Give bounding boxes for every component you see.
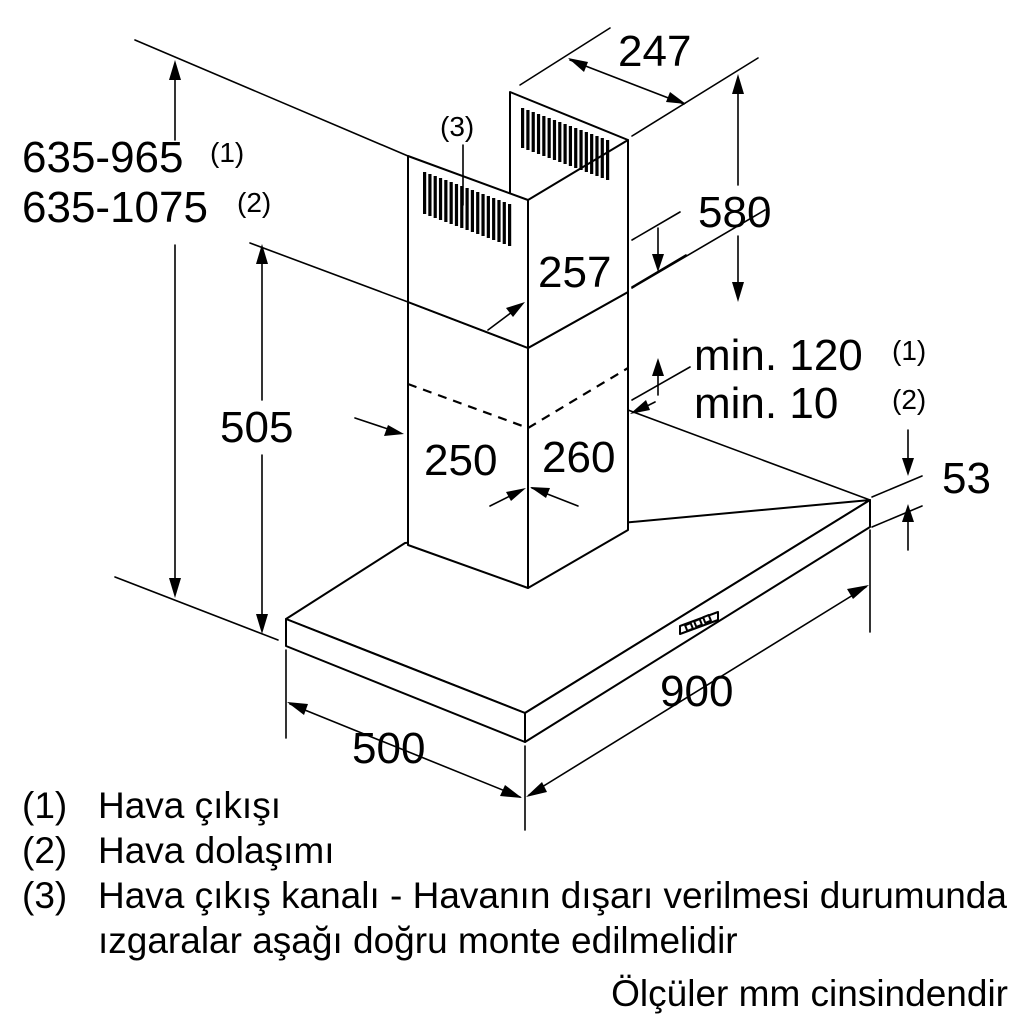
canopy-thickness-label: 53: [942, 454, 991, 503]
dimension-lines: [169, 58, 914, 798]
grille-slat: [428, 174, 432, 216]
vent-grille-back: [521, 108, 610, 180]
grille-slat: [481, 194, 485, 236]
grille-slat: [590, 134, 594, 174]
legend-text: Hava çıkışı: [98, 785, 281, 826]
grille-slat: [470, 190, 475, 232]
grille-slat: [465, 188, 469, 230]
units-note: Ölçüler mm cinsindendir: [611, 973, 1008, 1014]
grille-slat: [600, 138, 604, 178]
grille-slat: [568, 126, 573, 166]
legend-text: Hava dolaşımı: [98, 830, 335, 871]
vent-grille-left: [423, 172, 512, 246]
grille-slat: [433, 176, 437, 218]
gap-2-label: min. 10: [694, 379, 838, 428]
lower-chimney-width-label: 250: [424, 436, 497, 485]
grille-slat: [460, 186, 464, 228]
grille-slat: [423, 172, 427, 214]
canopy-depth-label: 500: [352, 724, 425, 773]
grille-slat: [502, 202, 506, 244]
upper-chimney: [407, 91, 629, 349]
grille-slat: [563, 124, 567, 164]
total-height-2-note: (2): [237, 187, 271, 218]
grille-slat: [438, 178, 443, 220]
legend-number: (1): [22, 785, 68, 826]
gap-1-note: (1): [892, 335, 926, 366]
legend-text: Hava çıkış kanalı - Havanın dışarı veril…: [98, 875, 1007, 961]
gap-2-note: (2): [892, 384, 926, 415]
legend-item: (2) Hava dolaşımı: [22, 828, 1012, 873]
grille-slat: [574, 128, 578, 168]
chimney-width-label: 247: [618, 27, 691, 76]
lower-chimney-depth-label: 260: [542, 433, 615, 482]
upper-chimney-right-face: [527, 139, 629, 349]
grille-slat: [552, 120, 557, 160]
grille-slat: [486, 196, 490, 238]
legend-number: (2): [22, 830, 68, 871]
extension-lines: [114, 27, 923, 831]
legend: (1) Hava çıkışı (2) Hava dolaşımı (3) Ha…: [22, 783, 1012, 963]
grille-slat: [558, 122, 562, 162]
legend-number: (3): [22, 875, 68, 916]
grille-slat: [492, 198, 496, 240]
upper-chimney-depth-label: 257: [538, 248, 611, 297]
grille-slat: [531, 112, 535, 152]
control-panel: [679, 611, 719, 635]
dimension-labels: 635-965 (1) 635-1075 (2) 247 580 257 505…: [22, 27, 991, 773]
total-height-2-label: 635-1075: [22, 183, 208, 232]
grille-slat: [449, 182, 453, 224]
lower-chimney-height-label: 505: [220, 403, 293, 452]
grille-slat: [497, 200, 501, 242]
grille-slat: [526, 110, 530, 150]
legend-item: (1) Hava çıkışı: [22, 783, 1012, 828]
grille-slat: [521, 108, 525, 148]
total-height-1-label: 635-965: [22, 133, 183, 182]
grille-slat: [542, 116, 546, 156]
grille-slat: [579, 130, 583, 170]
grille-slat: [595, 136, 599, 176]
grille-slat: [536, 114, 541, 154]
grille-slat: [508, 204, 512, 246]
grille-slat: [444, 180, 448, 222]
grille-slat: [476, 192, 480, 234]
grille-slat: [454, 184, 459, 226]
grille-slat: [606, 140, 610, 180]
grille-slat: [547, 118, 551, 158]
canopy-width-label: 900: [660, 667, 733, 716]
grille-slat: [584, 132, 588, 172]
total-height-1-note: (1): [210, 137, 244, 168]
gap-1-label: min. 120: [694, 331, 863, 380]
upper-chimney-height-label: 580: [698, 188, 771, 237]
legend-item: (3) Hava çıkış kanalı - Havanın dışarı v…: [22, 873, 1012, 963]
outlet-marker-label: (3): [440, 111, 474, 142]
